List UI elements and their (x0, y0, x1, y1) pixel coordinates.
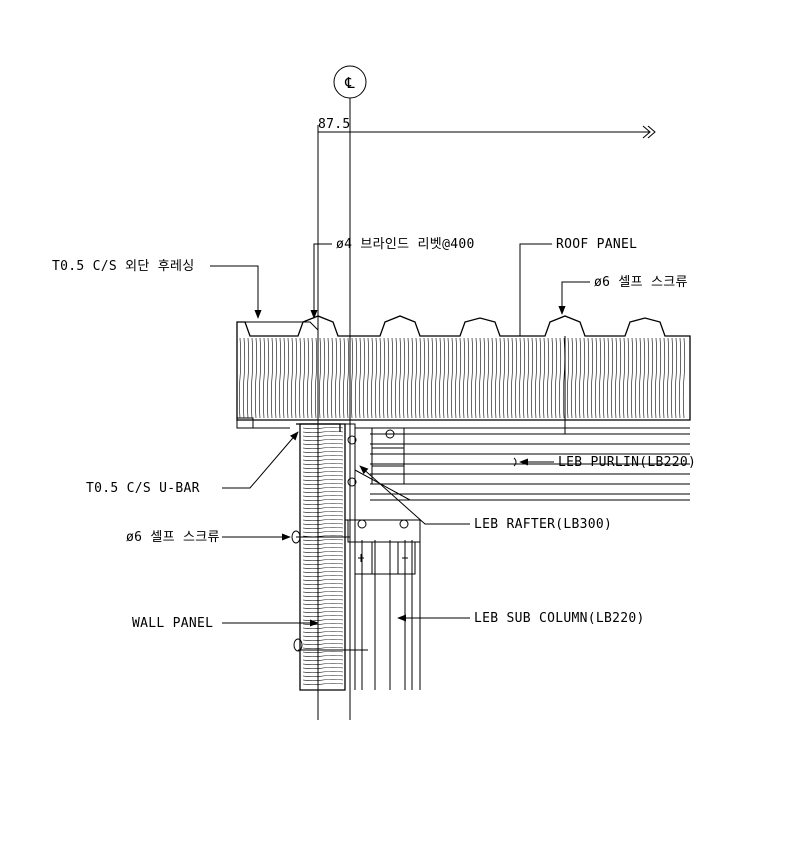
callout-purlin: LEB PURLIN(LB220) (513, 455, 696, 470)
dimension-value: 87.5 (318, 117, 351, 132)
purlin (355, 336, 690, 501)
callout-wall-panel: WALL PANEL (132, 616, 319, 631)
label-u-bar: T0.5 C/S U-BAR (86, 481, 200, 496)
label-rafter: LEB RAFTER(LB300) (474, 517, 612, 532)
callout-sub-column: LEB SUB COLUMN(LB220) (397, 611, 645, 626)
label-roof-panel: ROOF PANEL (556, 237, 637, 252)
wall-screws (291, 530, 368, 652)
label-purlin: LEB PURLIN(LB220) (558, 455, 696, 470)
callout-roof-screw: ø6 셀프 스크류 (558, 275, 688, 315)
dimension-line: 87.5 (317, 117, 656, 720)
callout-u-bar: T0.5 C/S U-BAR (86, 431, 299, 496)
callout-flashing: T0.5 C/S 외단 후레싱 (52, 259, 262, 319)
centerline-symbol: ℄ (344, 74, 355, 92)
roof-panel (236, 315, 691, 429)
label-rivet: ø4 브라인드 리벳@400 (336, 237, 475, 252)
label-roof-screw: ø6 셀프 스크류 (594, 275, 688, 290)
callout-roof-panel: ROOF PANEL (519, 237, 637, 336)
rafter (347, 469, 421, 575)
label-wall-screw: ø6 셀프 스크류 (126, 530, 220, 545)
callout-wall-screw: ø6 셀프 스크류 (126, 530, 291, 545)
flashing (237, 321, 319, 331)
label-flashing: T0.5 C/S 외단 후레싱 (52, 259, 195, 274)
callout-rivet: ø4 브라인드 리벳@400 (310, 237, 475, 319)
label-wall-panel: WALL PANEL (132, 616, 213, 631)
centerline-marker: ℄ (333, 65, 367, 99)
label-sub-column: LEB SUB COLUMN(LB220) (474, 611, 645, 626)
callout-rafter: LEB RAFTER(LB300) (359, 465, 612, 532)
sub-column (354, 520, 421, 690)
